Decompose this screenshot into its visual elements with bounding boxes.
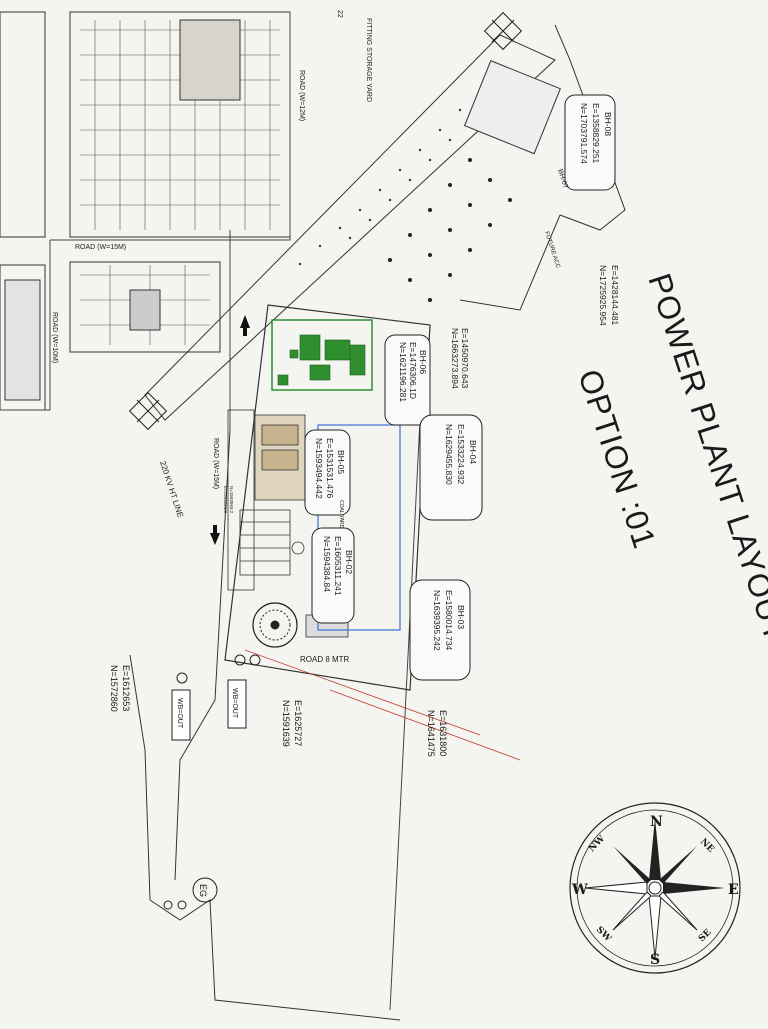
wb-out-label-2: WB=OUT [231,688,238,719]
cooling-tower [252,602,298,648]
main-plant-area [210,304,431,691]
bh06-e: E=1476306.1D [408,342,418,399]
coord-road-n: N=1641475 [426,710,436,757]
bh03-id: BH-03 [456,605,466,629]
bh02-id: BH-02 [344,550,354,574]
coord-mid-e: E=1625727 [293,700,303,746]
site-roads [0,12,421,1011]
compass-e: E [728,882,739,898]
coord-acc-e: E=1428144.481 [610,265,620,326]
coord-green-n: N=1663273.894 [450,328,460,389]
weighbridge-symbols [163,654,261,910]
small-e-label: E=1594224.8 [223,486,228,513]
bh02-e: E=1605311.241 [333,536,343,596]
bh08-n: N=1703791.574 [579,103,589,164]
coord-mid-n: N=1591639 [281,700,291,747]
borehole-bubbles [304,94,616,681]
compass-s: S [650,952,660,968]
borehole-labels: BH-08 E=1358829.251 N=1703791.574 BH-07 … [314,103,620,651]
coord-wb-n: N=1572860 [109,665,119,712]
coord-acc-n: N=1725925.954 [598,265,608,326]
bh05-n: N=1593494.442 [314,438,324,499]
coal-yard-outline [317,424,401,631]
bh05-e: E=1531531.476 [325,438,335,499]
compass-n: N [650,814,663,830]
bh06-id: BH-06 [418,350,428,374]
eg-label: EG [198,884,208,897]
small-n-label: N=1593869.2 [229,486,234,514]
road-mid-label: ROAD (W=15M) [75,244,126,251]
bh08-id: BH-08 [603,112,613,136]
bh04-n: N=1629455.830 [444,424,454,485]
coordinate-labels: E=1612653 N=1572860 E=1625727 N=1591639 … [109,665,448,757]
coord-green-e: E=1450970.643 [460,328,470,389]
coal-yard-label: COAL YARD [338,500,344,529]
bh08-e: E=1358829.251 [591,103,601,164]
coord-wb-e: E=1612653 [121,665,131,711]
road-8m-label: ROAD 8 MTR [300,655,350,664]
road-left-label: ROAD (W=10M) [51,312,58,363]
wb-out-label-1: WB=OUT [176,698,183,729]
compass-w: W [571,882,588,898]
bh02-n: N=1594384.84 [322,536,332,592]
bh04-e: E=1533224.932 [456,424,466,485]
compass-rose [569,802,741,974]
bh03-n: N=1639395.242 [432,590,442,651]
bh04-id: BH-04 [468,440,478,464]
left-industrial-blocks [0,11,291,411]
road-plant-label: ROAD (W=15M) [212,438,219,489]
coord-road-e: E=1631800 [438,710,448,756]
road-top-label: ROAD (W=12M) [298,70,305,121]
fitting-yard-label: FITTING STORAGE YARD [365,18,372,102]
site-boundary [129,24,626,1021]
bh06-n: N=1621196.281 [398,342,408,402]
future-acc-column-grid [388,158,512,302]
page-number: 22 [336,10,343,18]
survey-lines [244,649,521,761]
bh05-id: BH-05 [336,450,346,474]
bh03-e: E=1580014.734 [444,590,454,651]
transmission-corridor [128,11,556,431]
